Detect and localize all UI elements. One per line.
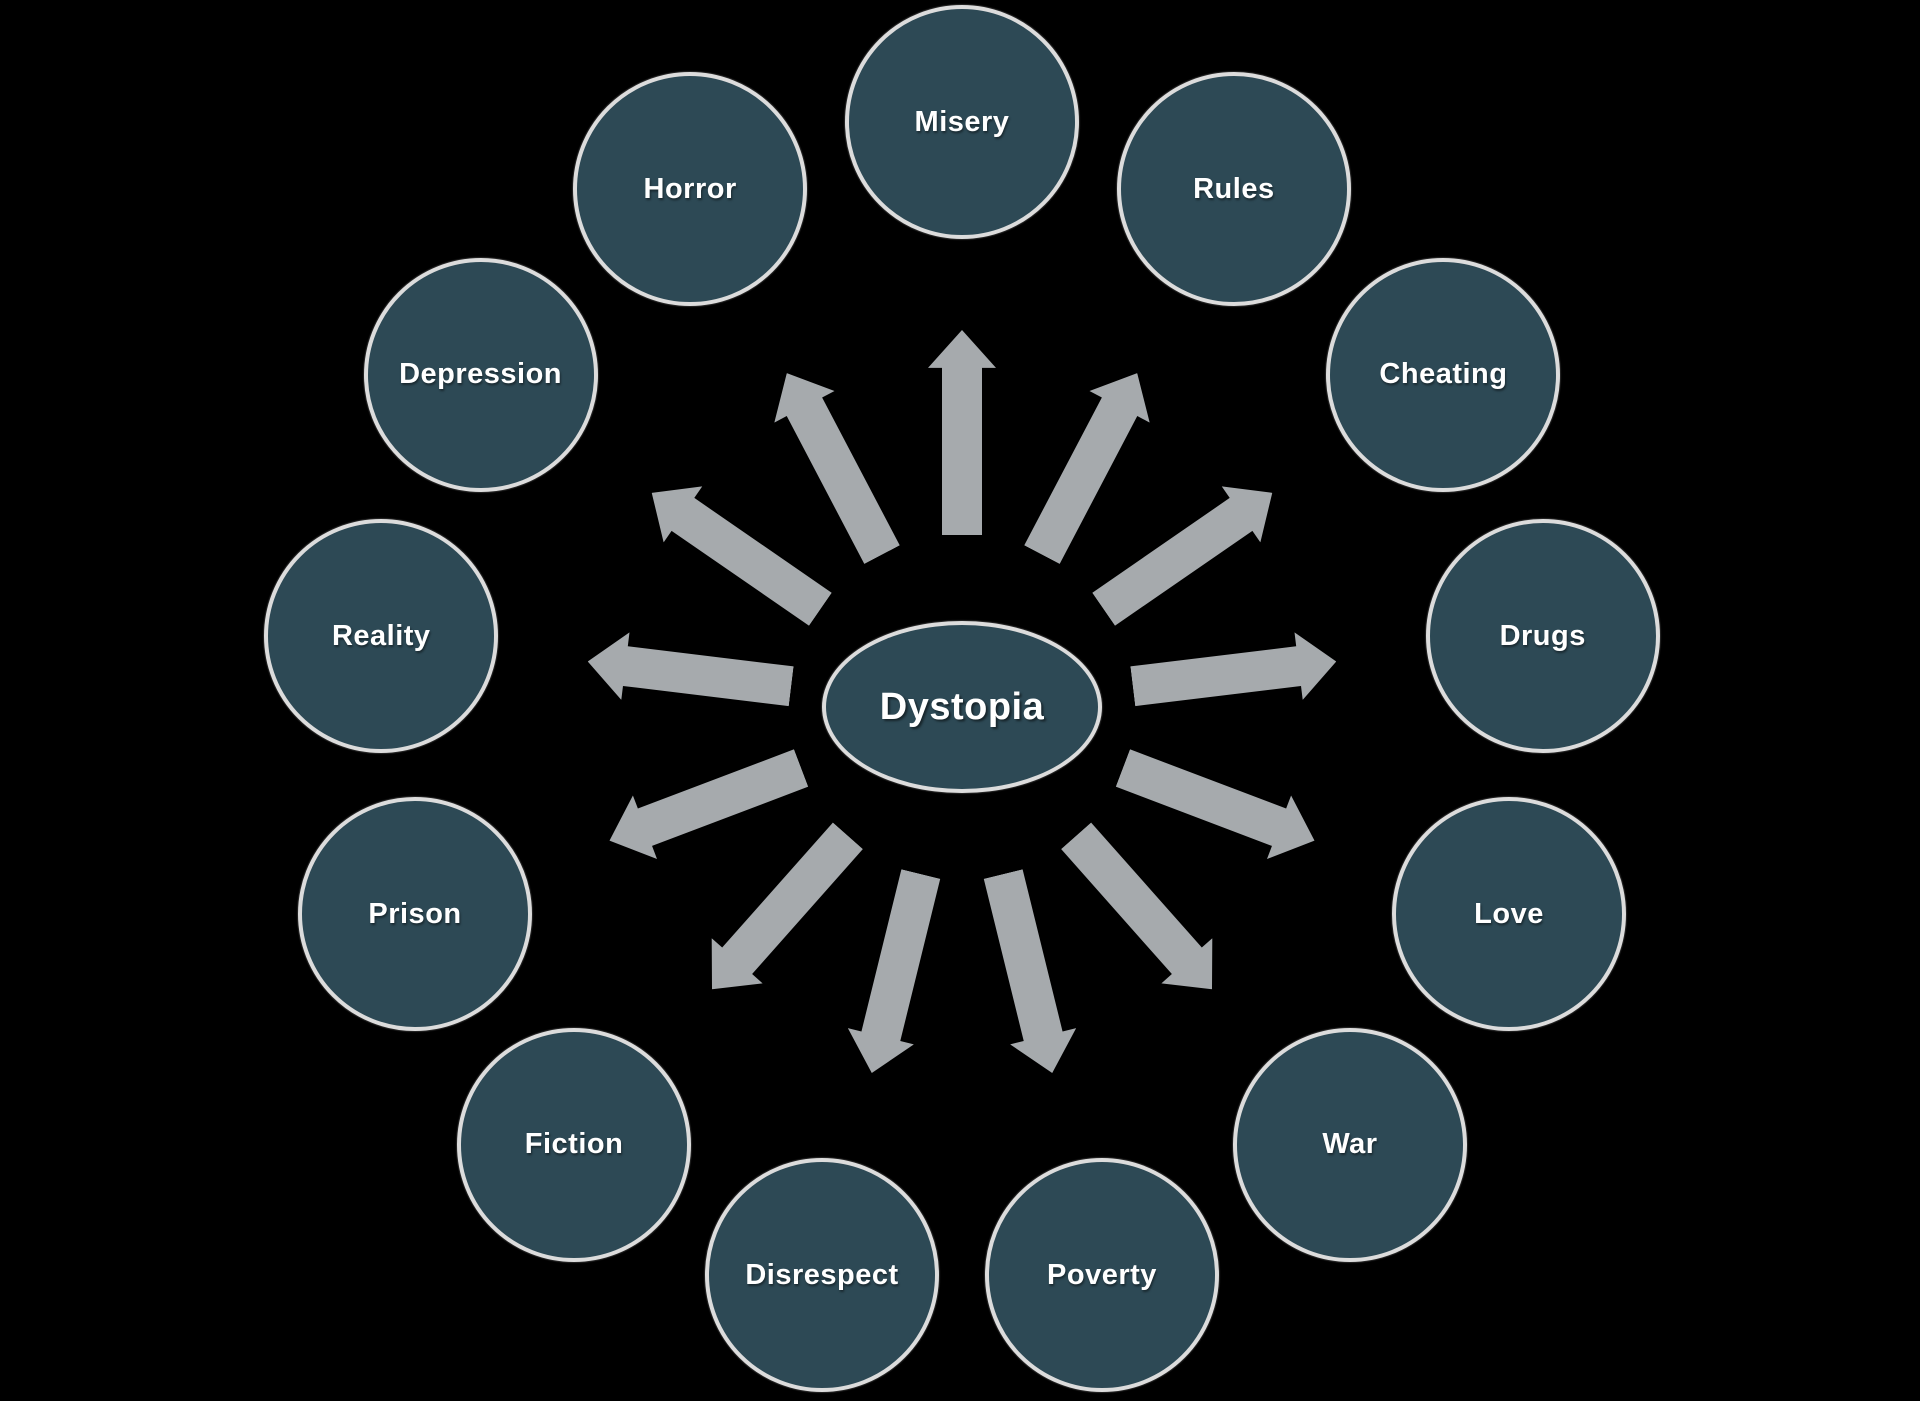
topic-label: Prison [368,897,462,930]
topic-circle-cheating: Cheating [1326,257,1561,492]
center-label: Dystopia [879,685,1045,728]
topic-circle-reality: Reality [264,519,499,754]
topic-label: Cheating [1379,358,1508,391]
topic-label: Misery [914,105,1010,138]
topic-label: Love [1474,897,1544,930]
topic-label: Fiction [524,1128,624,1161]
arrow-to-cheating [1084,465,1291,637]
arrow-to-reality [584,628,796,720]
topic-circle-horror: Horror [573,72,808,306]
arrow-to-horror [757,357,912,570]
topic-circle-drugs: Drugs [1425,519,1660,754]
center-ellipse: Dystopia [822,621,1102,793]
topic-label: Horror [643,172,737,205]
arrow-to-disrespect [839,866,954,1081]
topic-circle-war: War [1232,1027,1467,1262]
topic-label: War [1322,1128,1378,1161]
arrow-to-drugs [1129,628,1341,720]
arrow-to-misery [928,330,996,535]
topic-label: Poverty [1047,1258,1157,1291]
arrow-to-prison [597,736,813,872]
arrow-to-poverty [970,866,1085,1081]
topic-label: Drugs [1499,619,1586,652]
arrow-to-fiction [687,813,874,1012]
arrow-to-war [1051,813,1238,1012]
arrow-to-love [1111,736,1327,872]
topic-circle-rules: Rules [1116,72,1351,306]
topic-circle-misery: Misery [845,5,1079,239]
topic-label: Rules [1193,172,1275,205]
topic-label: Disrespect [745,1258,899,1291]
topic-label: Depression [399,358,563,391]
topic-circle-disrespect: Disrespect [705,1158,939,1392]
arrow-to-depression [632,465,839,637]
topic-circle-poverty: Poverty [984,1158,1219,1392]
arrow-to-rules [1012,357,1167,570]
topic-circle-fiction: Fiction [457,1027,692,1262]
topic-label: Reality [331,619,431,652]
topic-circle-love: Love [1391,797,1626,1032]
topic-circle-prison: Prison [298,797,532,1032]
topic-circle-depression: Depression [363,257,598,492]
